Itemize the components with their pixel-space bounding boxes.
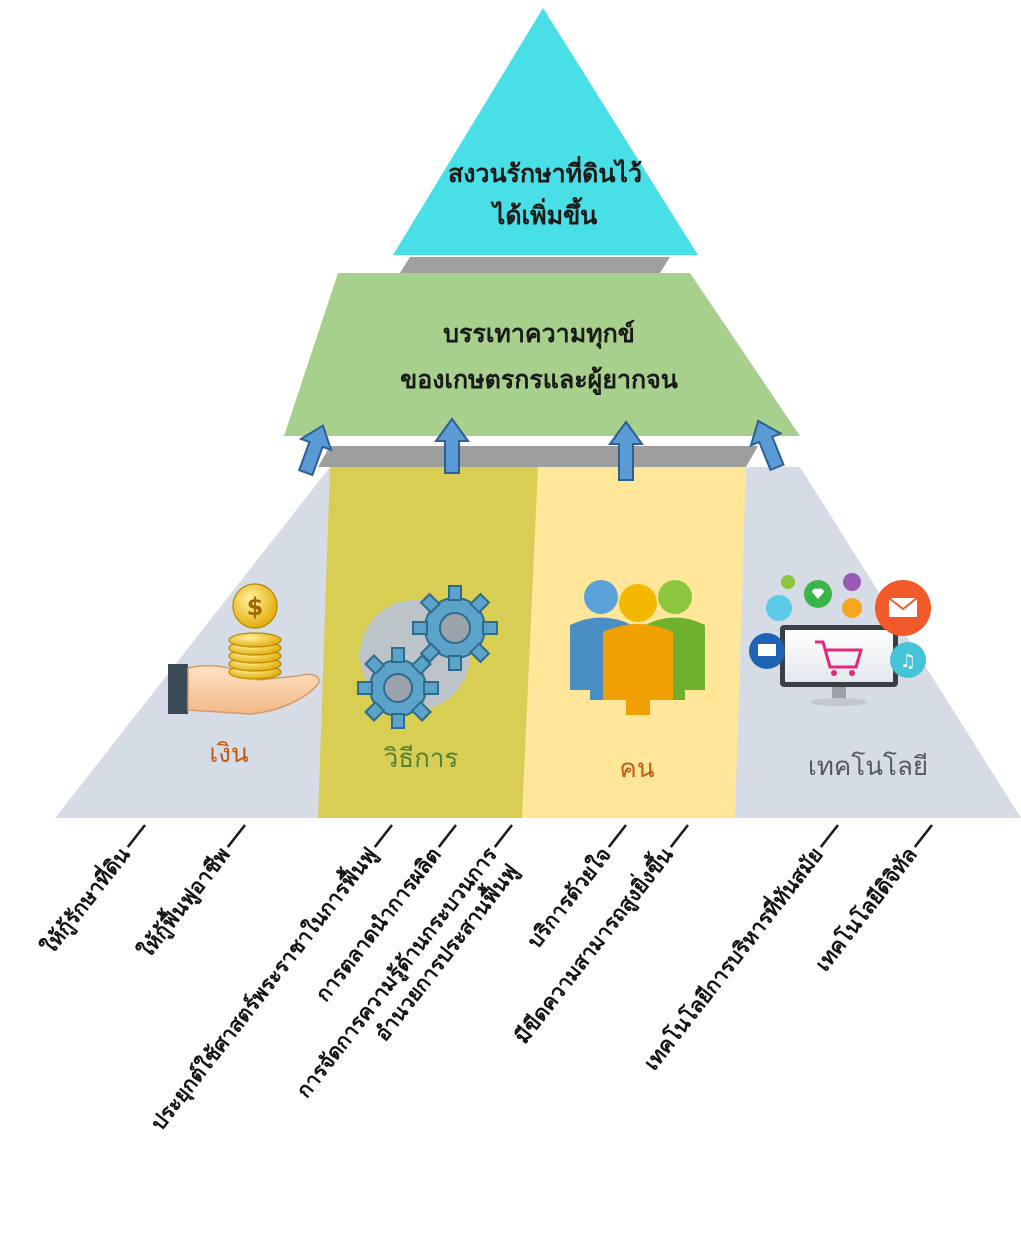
outcome-label: อำนวยการประสานฟื้นฟู xyxy=(367,857,525,1047)
up-arrow-icon xyxy=(608,420,644,481)
svg-text:$: $ xyxy=(247,593,264,621)
outcome-label: เทคโนโลยีดิจิทัล xyxy=(810,842,922,975)
money-hand-icon: $ xyxy=(168,583,320,715)
outcome-item: ประยุกต์ใช้ศาสตร์พระราชาในการฟื้นฟู xyxy=(143,824,393,1136)
outcome-item: เทคโนโลยีดิจิทัล xyxy=(810,824,933,976)
pillar-label-technology: เทคโนโลยี xyxy=(808,751,928,782)
outcome-label: เทคโนโลยีการบริหารที่ทันสมัย xyxy=(636,840,828,1074)
outcome-item: ให้กู้รักษาที่ดิน xyxy=(34,824,146,960)
pillar-label-people: คน xyxy=(619,754,654,784)
up-arrow-icon xyxy=(749,419,785,472)
outcome-label: ให้กู้ฟื้นฟูอาชีพ xyxy=(131,840,237,964)
pyramid-separator-upper xyxy=(400,257,670,273)
outcome-label: ประยุกต์ใช้ศาสตร์พระราชาในการฟื้นฟู xyxy=(143,840,383,1136)
pyramid-separator-lower xyxy=(318,446,758,467)
pillar-label-money: เงิน xyxy=(209,739,249,769)
outcome-item: ให้กู้ฟื้นฟูอาชีพ xyxy=(131,824,246,964)
people-icon xyxy=(570,580,705,715)
pyramid-top-tier xyxy=(393,8,698,255)
technology-icon: ♫ xyxy=(749,573,931,706)
gears-icon xyxy=(357,585,498,729)
pyramid-middle-tier xyxy=(284,273,800,436)
top-tier-line-2: ได้เพิ่มขึ้น xyxy=(490,196,598,230)
middle-tier-line-1: บรรเทาความทุกข์ xyxy=(443,319,635,350)
outcome-label: ให้กู้รักษาที่ดิน xyxy=(34,840,137,960)
middle-tier-line-2: ของเกษตรกรและผู้ยากจน xyxy=(400,365,678,396)
up-arrow-icon xyxy=(434,417,470,474)
top-tier-line-1: สงวนรักษาที่ดินไว้ xyxy=(448,156,642,188)
outcome-list: ให้กู้รักษาที่ดิน ให้กู้ฟื้นฟูอาชีพ ประย… xyxy=(34,824,933,1136)
up-arrow-icon xyxy=(297,424,333,477)
svg-text:♫: ♫ xyxy=(900,651,916,672)
pillar-label-method: วิธีการ xyxy=(383,744,458,774)
